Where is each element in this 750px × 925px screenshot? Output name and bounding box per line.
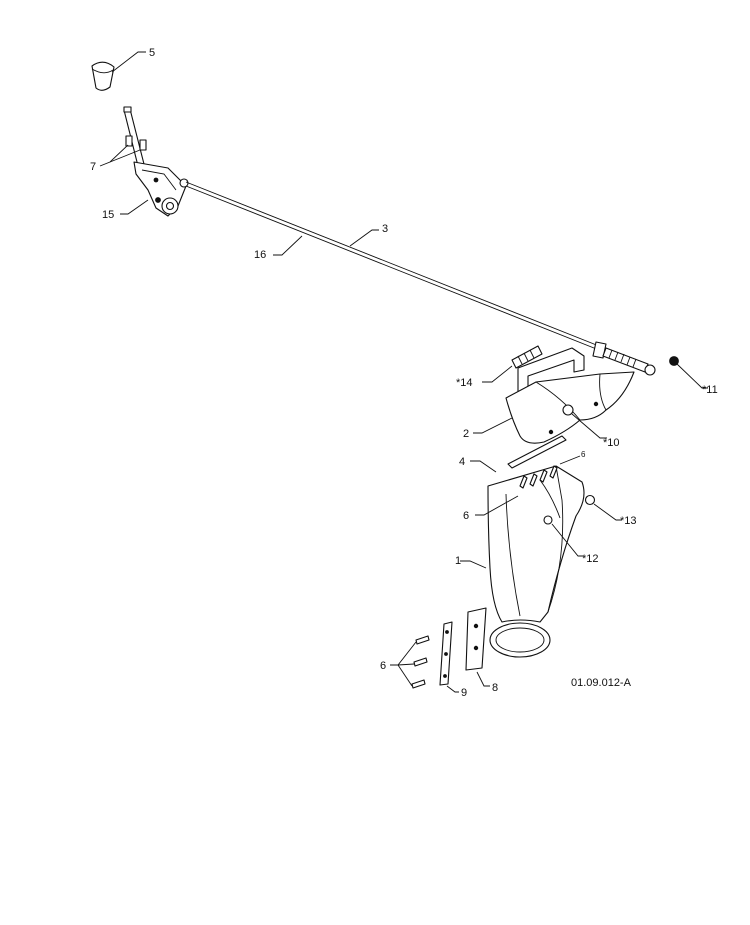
callout-screws: 7 <box>90 161 96 173</box>
deflector-bolt-part <box>562 404 607 439</box>
chute-body-part <box>460 465 596 658</box>
callout-nut: *11 <box>702 384 718 396</box>
strip-part <box>470 435 567 473</box>
callout-chute-nut: *13 <box>620 515 637 527</box>
screws-top-part <box>519 455 581 489</box>
callout-cable-housing: 16 <box>254 249 266 261</box>
callout-spring: *14 <box>456 377 473 389</box>
callout-screws-top: 6 <box>581 450 586 459</box>
screws-bottom-part <box>390 635 430 689</box>
spring-part <box>482 345 543 383</box>
knob-part <box>91 51 146 91</box>
callout-backing-plate: 9 <box>461 687 467 699</box>
callout-cable: 3 <box>382 223 388 235</box>
callout-chute: 1 <box>455 555 461 567</box>
callout-deflector: 2 <box>463 428 469 440</box>
callout-clip: *12 <box>582 553 599 565</box>
callout-deflector-bolt: *10 <box>603 437 620 449</box>
backing-plate-part <box>439 621 459 693</box>
drawing-code: 01.09.012-A <box>571 677 632 689</box>
chute-nut-part <box>593 503 622 521</box>
control-cable-part <box>185 181 605 353</box>
callout-bracket: 15 <box>102 209 114 221</box>
reinforcement-plate-part <box>465 607 490 687</box>
screws-part <box>99 135 147 167</box>
shift-bracket-part <box>120 161 189 217</box>
callout-knob: 5 <box>149 47 155 59</box>
chute-deflector-part <box>473 347 635 444</box>
cable-fitting-part <box>592 341 656 376</box>
clip-part <box>543 515 584 557</box>
callout-screws-bottom: 6 <box>380 660 386 672</box>
callout-screw-mid: 6 <box>463 510 469 522</box>
callout-strip: 4 <box>459 456 465 468</box>
nut-part <box>669 356 708 389</box>
screw-mid-part <box>475 495 519 516</box>
callout-reinforcement-plate: 8 <box>492 682 498 694</box>
